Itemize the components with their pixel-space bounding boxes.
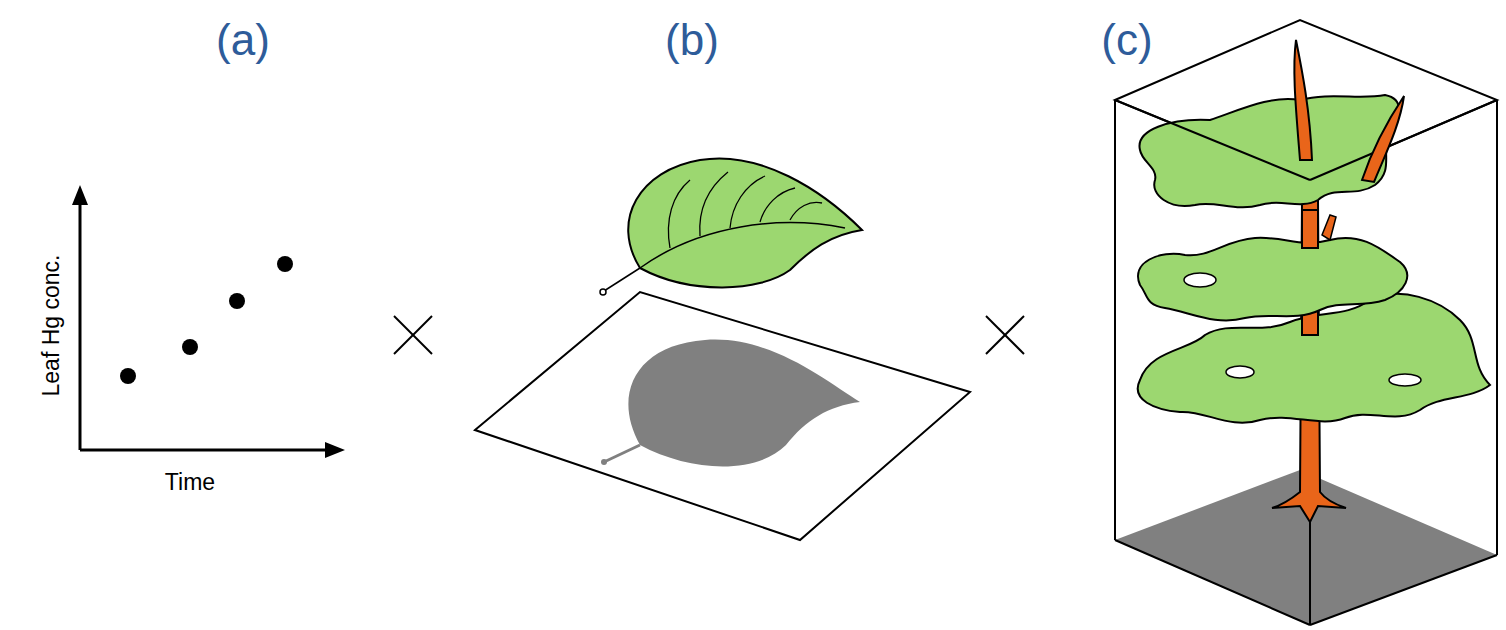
panel-letter: (b)	[665, 18, 719, 62]
panel-letter: (a)	[216, 18, 270, 62]
panel-letter: (c)	[1101, 18, 1152, 62]
axis-title: Time	[165, 471, 215, 494]
axis-title: Leaf Hg conc.	[41, 254, 64, 396]
canopy-box	[1115, 20, 1497, 625]
leaf-projection	[475, 158, 970, 540]
plot-axes	[72, 185, 345, 458]
